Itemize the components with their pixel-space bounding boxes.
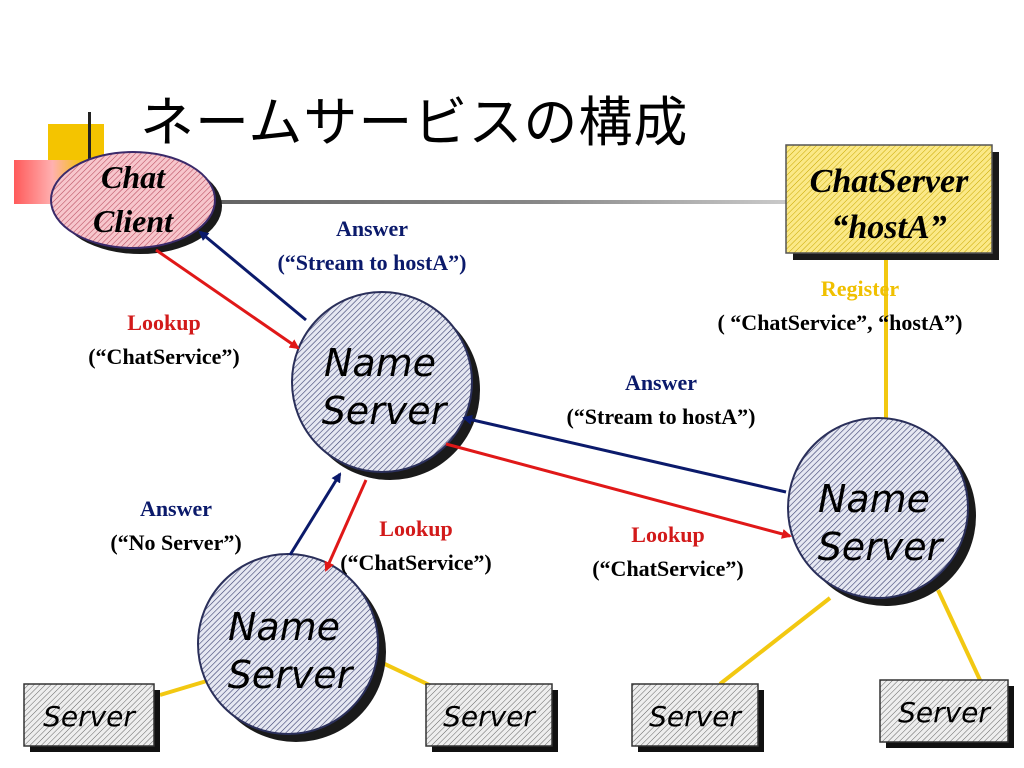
lookup-arrow-top-to-right bbox=[445, 442, 792, 539]
register-label: Register ( “ChatService”, “hostA”) bbox=[680, 272, 1000, 340]
lookup-label-1-detail: (“ChatService”) bbox=[88, 344, 240, 369]
name-server-right: Name Server bbox=[787, 417, 976, 606]
answer-arrow-to-client bbox=[198, 230, 307, 322]
answer-label-1-title: Answer bbox=[335, 216, 409, 241]
server-box-3-label: Server bbox=[649, 700, 742, 733]
server-box-2: Server bbox=[425, 683, 558, 752]
server-box-4: Server bbox=[879, 679, 1014, 748]
register-label-detail: ( “ChatService”, “hostA”) bbox=[717, 310, 963, 335]
lookup-label-3: Lookup (“ChatService”) bbox=[568, 518, 768, 586]
lookup-label-2-detail: (“ChatService”) bbox=[340, 550, 492, 575]
chat-client-node: Chat Client bbox=[50, 151, 222, 254]
answer-label-2-detail: (“Stream to hostA”) bbox=[566, 404, 756, 429]
lookup-arrow-top-to-bottom bbox=[324, 479, 368, 572]
answer-label-2-title: Answer bbox=[624, 370, 698, 395]
chat-server-node: ChatServer “hostA” bbox=[785, 144, 999, 260]
name-server-top: Name Server bbox=[291, 291, 480, 480]
server-box-4-label: Server bbox=[898, 696, 991, 729]
server-box-2-label: Server bbox=[443, 700, 536, 733]
server-box-1-label: Server bbox=[43, 700, 136, 733]
server-box-3: Server bbox=[631, 683, 764, 752]
lookup-label-1: Lookup (“ChatService”) bbox=[64, 306, 264, 374]
chat-server-line2: “hostA” bbox=[831, 209, 946, 246]
register-label-title: Register bbox=[820, 276, 900, 301]
chat-client-line1: Chat bbox=[101, 159, 166, 195]
answer-label-3-title: Answer bbox=[139, 496, 213, 521]
chat-client-line2: Client bbox=[93, 203, 174, 239]
name-server-bottom: Name Server bbox=[197, 553, 386, 742]
lookup-arrow-client-to-ns bbox=[155, 248, 300, 350]
name-server-bottom-line2: Server bbox=[228, 653, 355, 697]
server-box-1: Server bbox=[23, 683, 160, 752]
link-ns-right-server3 bbox=[718, 596, 832, 686]
lookup-label-2: Lookup (“ChatService”) bbox=[316, 512, 516, 580]
decor-horizontal-rule bbox=[88, 200, 988, 204]
lookup-label-1-title: Lookup bbox=[127, 310, 201, 335]
page-title: ネームサービスの構成 bbox=[140, 91, 689, 154]
lookup-label-3-title: Lookup bbox=[631, 522, 705, 547]
answer-label-1-detail: (“Stream to hostA”) bbox=[277, 250, 467, 275]
link-ns-right-server4 bbox=[936, 589, 982, 681]
link-ns-bottom-server1 bbox=[159, 678, 211, 697]
name-server-top-line2: Server bbox=[322, 389, 449, 433]
answer-label-3: Answer (“No Server”) bbox=[86, 492, 266, 560]
name-server-right-line1: Name bbox=[818, 477, 930, 521]
lookup-label-3-detail: (“ChatService”) bbox=[592, 556, 744, 581]
lookup-label-2-title: Lookup bbox=[379, 516, 453, 541]
answer-label-2: Answer (“Stream to hostA”) bbox=[536, 366, 786, 434]
chat-server-line1: ChatServer bbox=[810, 163, 969, 200]
arrows bbox=[155, 230, 792, 572]
name-server-top-line1: Name bbox=[324, 341, 436, 385]
answer-label-3-detail: (“No Server”) bbox=[110, 530, 242, 555]
answer-arrow-right-to-top bbox=[462, 414, 787, 494]
answer-arrow-bottom-to-top bbox=[288, 472, 342, 556]
name-server-bottom-line1: Name bbox=[228, 605, 340, 649]
answer-label-1: Answer (“Stream to hostA”) bbox=[248, 212, 496, 280]
name-server-right-line2: Server bbox=[818, 525, 945, 569]
